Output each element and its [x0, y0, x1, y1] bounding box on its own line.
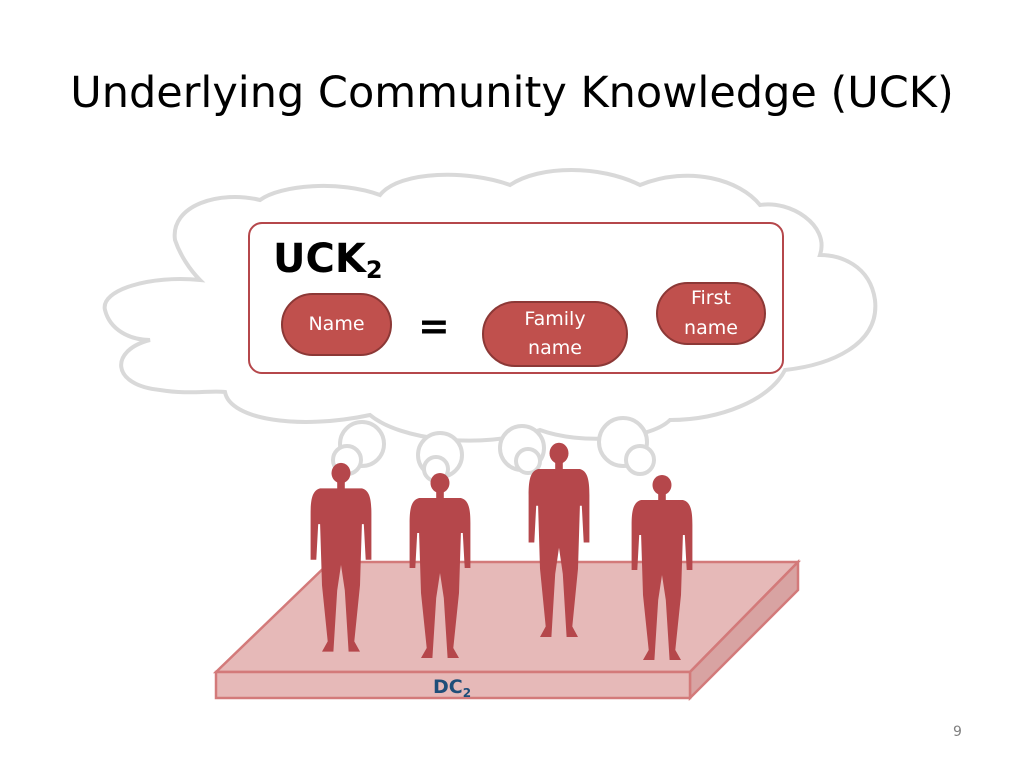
concept-family-name: Family name: [482, 301, 628, 367]
equals-sign: =: [418, 304, 450, 348]
platform-label-text: DC: [433, 676, 463, 698]
platform-label-subscript: 2: [462, 686, 472, 700]
platform-label: DC2: [433, 676, 471, 700]
uck-label-subscript: 2: [365, 256, 383, 284]
uck-label: UCK2: [273, 236, 383, 284]
uck-label-text: UCK: [273, 236, 366, 282]
page-number: 9: [953, 724, 962, 740]
concept-name: Name: [281, 293, 392, 356]
concept-first-name: First name: [656, 282, 766, 345]
platform-icon: [212, 558, 801, 702]
slide-title: Underlying Community Knowledge (UCK): [70, 68, 954, 118]
